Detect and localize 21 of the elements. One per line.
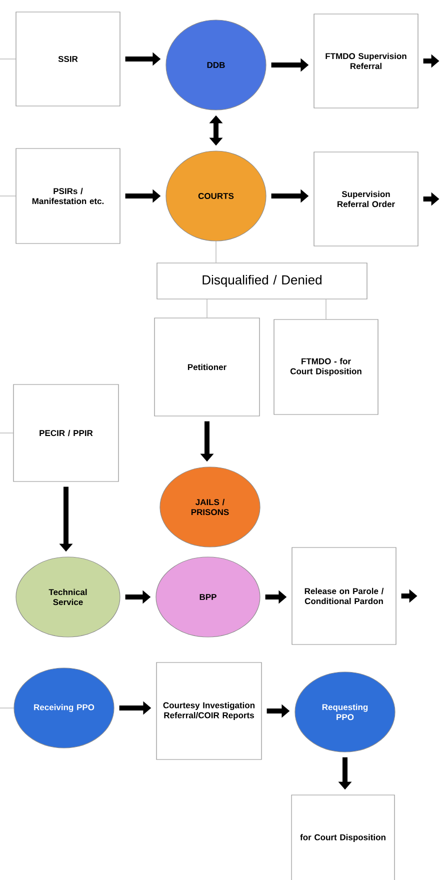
connector-line xyxy=(206,299,208,318)
process-box: for Court Disposition xyxy=(291,794,395,880)
ellipse-node: BPP xyxy=(156,556,260,638)
process-box: Disqualified / Denied xyxy=(156,262,368,300)
process-box: Petitioner xyxy=(154,318,260,416)
ellipse-node: Receiving PPO xyxy=(14,668,114,748)
process-box: Courtesy Investigation Referral/COIR Reports xyxy=(156,662,262,760)
process-box: Release on Parole / Conditional Pardon xyxy=(292,547,396,645)
connector-line xyxy=(0,432,14,434)
ellipse-node: Technical Service xyxy=(16,556,120,638)
process-box: PECIR / PPIR xyxy=(13,384,119,482)
connector-line xyxy=(0,58,16,60)
process-box: Supervision Referral Order xyxy=(314,152,418,246)
process-box: FTMDO Supervision Referral xyxy=(314,14,418,108)
process-box: SSIR xyxy=(16,12,120,106)
ellipse-node: COURTS xyxy=(166,150,266,242)
process-box: PSIRs / Manifestation etc. xyxy=(16,148,120,244)
ellipse-node: DDB xyxy=(166,20,266,110)
process-box: FTMDO - for Court Disposition xyxy=(274,319,378,415)
ellipse-node: JAILS / PRISONS xyxy=(160,466,260,548)
ellipse-node: Requesting PPO xyxy=(294,672,396,752)
